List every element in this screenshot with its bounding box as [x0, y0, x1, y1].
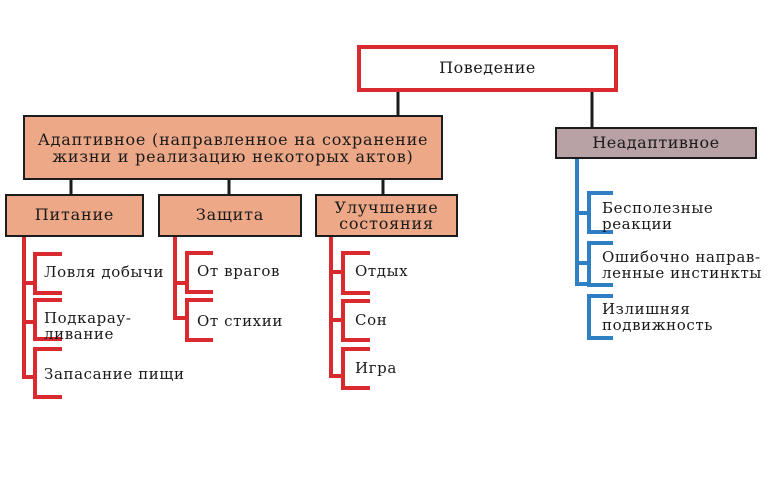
- improve-stem: [329, 237, 343, 378]
- nonadaptive-brackets: [575, 159, 613, 340]
- category-improvement-label-line-2: состояния: [339, 213, 434, 233]
- category-food-node: Питание: [5, 194, 144, 237]
- leaf-food-ambush: Подкарау- ливание: [44, 309, 132, 343]
- nonadaptive-bracket-2: [587, 241, 613, 287]
- behavior-root-node: Поведение: [357, 45, 618, 92]
- leaf-nonadaptive-useless-reactions: Бесполезные реакции: [602, 199, 714, 233]
- category-improvement-label-line-1: Улучшение: [334, 197, 439, 217]
- protect-bracket-1: [185, 251, 213, 294]
- leaf-text: Ловля добычи: [44, 263, 165, 281]
- root-label: Поведение: [439, 58, 536, 78]
- leaf-text-line-2: подвижность: [602, 315, 713, 334]
- leaf-text-line-1: Подкарау-: [44, 309, 132, 327]
- improve-bracket-1: [341, 251, 370, 295]
- leaf-nonadaptive-excess-mobility: Излишняя подвижность: [602, 300, 713, 334]
- improve-bracket-3: [341, 347, 370, 390]
- leaf-text: Сон: [355, 311, 388, 329]
- category-food-label: Питание: [34, 205, 115, 225]
- leaf-text: От стихии: [197, 312, 283, 330]
- leaf-protection-enemies: От врагов: [197, 262, 281, 280]
- food-bracket-3: [33, 347, 62, 399]
- nonadaptive-bracket-3: [587, 294, 613, 340]
- leaf-improvement-play: Игра: [355, 359, 397, 377]
- category-protection-label: Защита: [195, 205, 265, 225]
- nonadaptive-bracket-1: [587, 191, 613, 234]
- leaf-text: От врагов: [197, 262, 281, 280]
- adaptive-label: Адаптивное (направленное на сохранение ж…: [37, 129, 429, 166]
- category-improvement-label: Улучшение состояния: [334, 197, 439, 233]
- adaptive-label-line-1: Адаптивное (направленное на сохранение: [37, 129, 429, 149]
- category-improvement-node: Улучшение состояния: [315, 194, 458, 237]
- improve-brackets: [329, 237, 370, 390]
- leaf-text-line-2: реакции: [602, 214, 673, 233]
- nonadaptive-node: Неадаптивное: [555, 127, 757, 159]
- hierarchy-connectors: [69, 92, 594, 194]
- leaf-text: Игра: [355, 359, 397, 377]
- protect-stem: [173, 237, 187, 320]
- nonadaptive-label: Неадаптивное: [592, 132, 720, 152]
- food-bracket-1: [33, 252, 62, 295]
- improve-bracket-2: [341, 299, 370, 342]
- leaf-food-storing: Запасание пищи: [44, 365, 185, 383]
- food-bracket-2: [33, 298, 62, 341]
- leaf-protection-elements: От стихии: [197, 312, 283, 330]
- leaf-improvement-sleep: Сон: [355, 311, 388, 329]
- protect-brackets: [173, 237, 213, 342]
- leaf-improvement-rest: Отдых: [355, 262, 409, 280]
- leaf-nonadaptive-misdirected-instincts: Ошибочно направ- ленные инстинкты: [602, 248, 762, 282]
- category-protection-node: Защита: [158, 194, 302, 237]
- protect-bracket-2: [185, 298, 213, 342]
- leaf-text-line-2: ленные инстинкты: [602, 263, 762, 282]
- leaf-text-line-2: ливание: [44, 324, 114, 343]
- leaf-text: Запасание пищи: [44, 365, 185, 383]
- nonadaptive-stem: [575, 159, 589, 286]
- food-brackets: [22, 237, 62, 399]
- leaf-text: Отдых: [355, 262, 409, 280]
- adaptive-node: Адаптивное (направленное на сохранение ж…: [23, 115, 443, 180]
- leaf-food-hunting: Ловля добычи: [44, 263, 165, 281]
- leaf-text-line-1: Излишняя: [602, 300, 691, 318]
- leaf-text-line-1: Бесполезные: [602, 199, 714, 217]
- adaptive-label-line-2: жизни и реализацию некоторых актов): [52, 146, 414, 166]
- leaf-text-line-1: Ошибочно направ-: [602, 248, 761, 266]
